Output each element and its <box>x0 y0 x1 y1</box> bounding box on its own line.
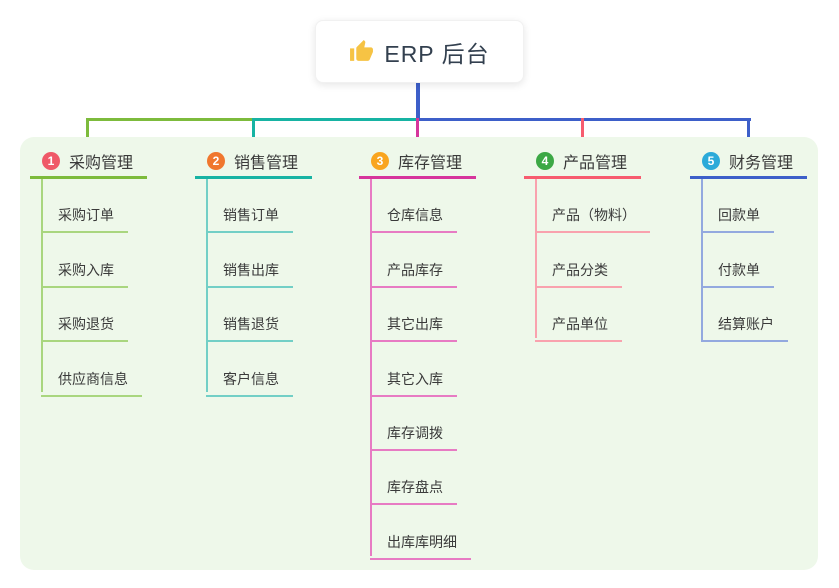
drop-line-sales <box>252 118 255 146</box>
branch-inventory: 3 库存管理 仓库信息 产品库存 其它出库 其它入库 库存调拨 库存盘点 出库库… <box>359 146 509 560</box>
mindmap-board <box>20 137 818 570</box>
node-customer-info[interactable]: 客户信息 <box>195 342 345 397</box>
node-payment-bill[interactable]: 付款单 <box>690 233 839 288</box>
branch-label: 采购管理 <box>69 155 134 172</box>
bus-line-purchase <box>86 118 255 121</box>
node-sales-outbound[interactable]: 销售出库 <box>195 233 345 288</box>
branch-rail <box>535 179 537 338</box>
node-purchase-inbound[interactable]: 采购入库 <box>30 233 180 288</box>
node-product-stock[interactable]: 产品库存 <box>359 233 509 288</box>
badge-3: 3 <box>371 152 389 170</box>
badge-4: 4 <box>536 152 554 170</box>
branch-node-finance[interactable]: 5 财务管理 <box>690 146 807 179</box>
node-product-category[interactable]: 产品分类 <box>524 233 674 288</box>
drop-line-inventory <box>416 118 419 146</box>
root-title: ERP 后台 <box>384 40 490 67</box>
branch-finance: 5 财务管理 回款单 付款单 结算账户 <box>690 146 839 343</box>
node-stock-detail[interactable]: 出库库明细 <box>359 505 509 560</box>
node-settlement-account[interactable]: 结算账户 <box>690 288 839 343</box>
root-node[interactable]: ERP 后台 <box>315 20 524 83</box>
root-connector-line <box>416 82 420 121</box>
node-sales-order[interactable]: 销售订单 <box>195 179 345 234</box>
drop-line-product <box>581 118 584 146</box>
node-purchase-return[interactable]: 采购退货 <box>30 288 180 343</box>
drop-line-purchase <box>86 118 89 146</box>
node-purchase-order[interactable]: 采购订单 <box>30 179 180 234</box>
node-warehouse-info[interactable]: 仓库信息 <box>359 179 509 234</box>
bus-line-sales <box>255 118 418 121</box>
branch-product: 4 产品管理 产品（物料） 产品分类 产品单位 <box>524 146 674 343</box>
branch-sales: 2 销售管理 销售订单 销售出库 销售退货 客户信息 <box>195 146 345 397</box>
node-stock-transfer[interactable]: 库存调拨 <box>359 397 509 451</box>
bus-line-finance <box>418 118 751 121</box>
branch-rail <box>41 179 43 392</box>
node-stock-count[interactable]: 库存盘点 <box>359 451 509 506</box>
branch-rail <box>701 179 703 340</box>
branch-rail <box>370 179 372 556</box>
branch-label: 财务管理 <box>729 155 794 172</box>
thumbs-up-icon <box>350 40 374 61</box>
node-other-inbound[interactable]: 其它入库 <box>359 342 509 397</box>
branch-node-purchase[interactable]: 1 采购管理 <box>30 146 147 179</box>
branch-node-product[interactable]: 4 产品管理 <box>524 146 641 179</box>
node-supplier-info[interactable]: 供应商信息 <box>30 342 180 397</box>
node-sales-return[interactable]: 销售退货 <box>195 288 345 343</box>
branch-label: 销售管理 <box>234 155 299 172</box>
branch-node-inventory[interactable]: 3 库存管理 <box>359 146 476 179</box>
badge-2: 2 <box>207 152 225 170</box>
badge-1: 1 <box>42 152 60 170</box>
node-product-unit[interactable]: 产品单位 <box>524 288 674 343</box>
badge-5: 5 <box>702 152 720 170</box>
node-receipt-bill[interactable]: 回款单 <box>690 179 839 234</box>
branch-purchase: 1 采购管理 采购订单 采购入库 采购退货 供应商信息 <box>30 146 180 397</box>
branch-node-sales[interactable]: 2 销售管理 <box>195 146 312 179</box>
node-product-material[interactable]: 产品（物料） <box>524 179 674 234</box>
branch-label: 库存管理 <box>398 155 463 172</box>
branch-label: 产品管理 <box>563 155 628 172</box>
branch-rail <box>206 179 208 392</box>
node-other-outbound[interactable]: 其它出库 <box>359 288 509 343</box>
drop-line-finance <box>747 118 750 146</box>
